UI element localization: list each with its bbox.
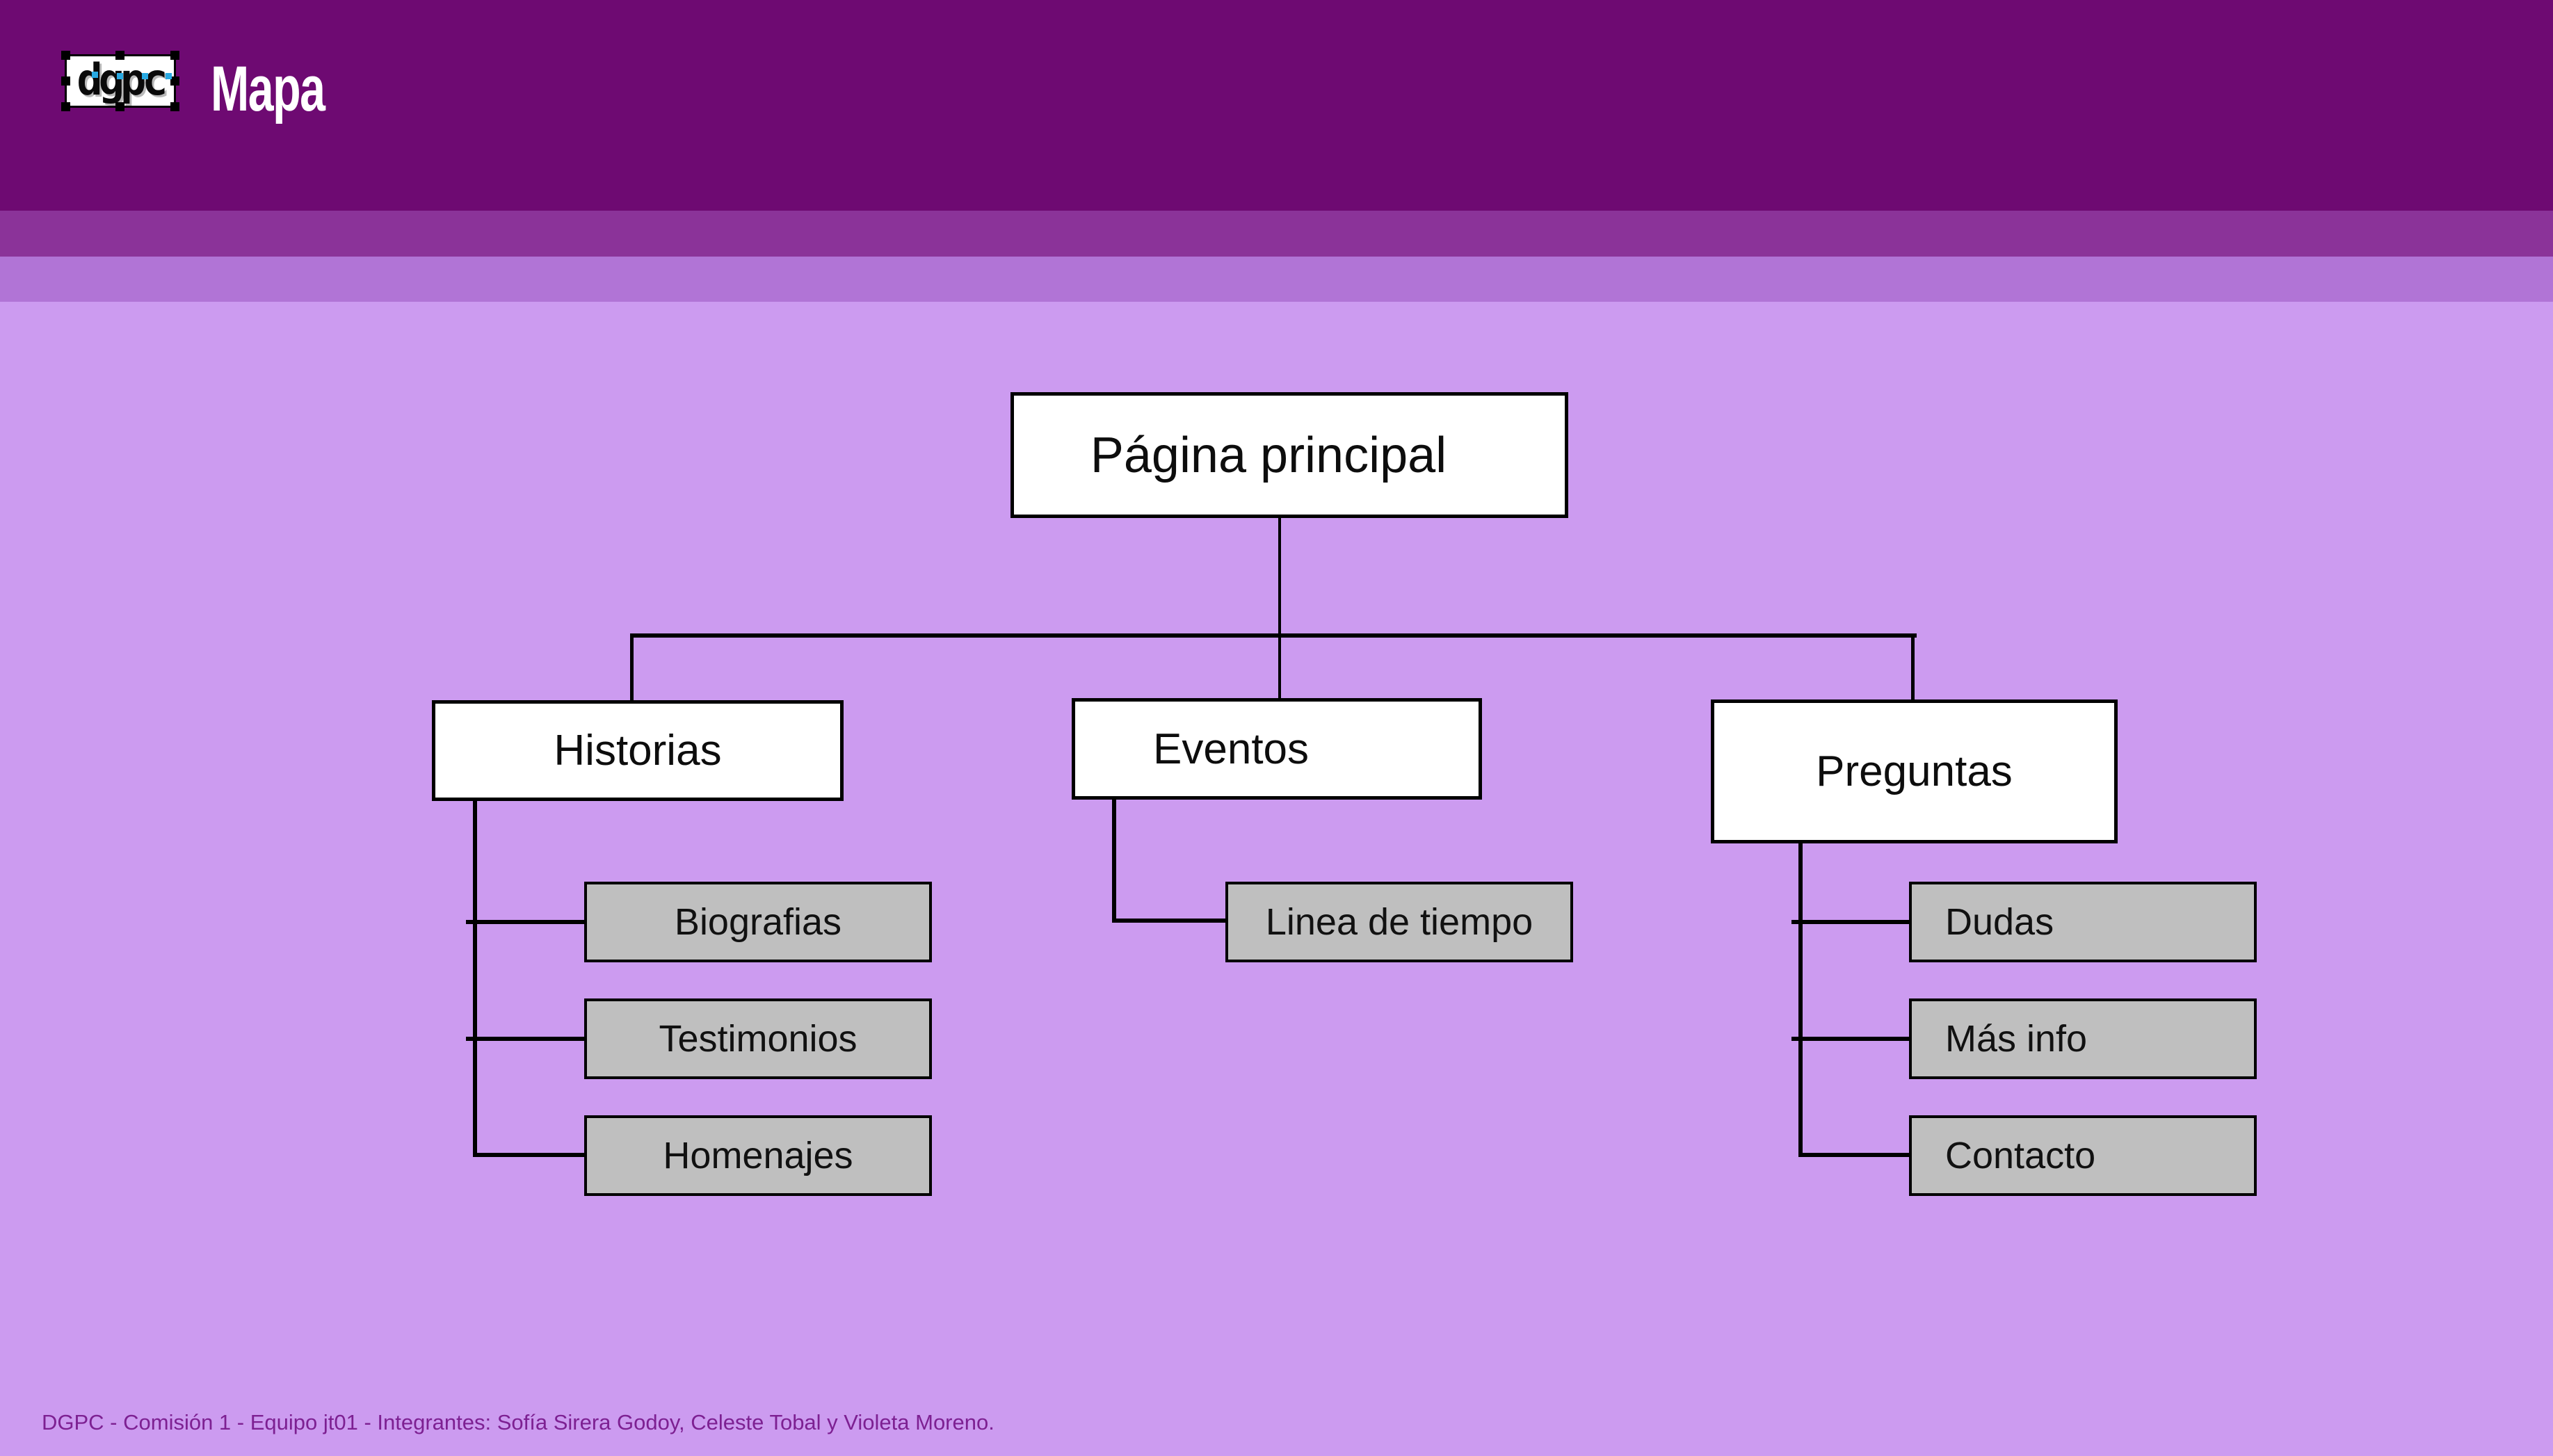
selection-handle[interactable] — [61, 76, 70, 86]
logo-text: dgpc — [76, 54, 168, 105]
selection-handle[interactable] — [170, 76, 179, 86]
node-eventos[interactable]: Eventos — [1072, 698, 1482, 800]
logo-pixel-accent — [166, 73, 172, 79]
logo-pixel-accent — [92, 72, 98, 78]
node-historias[interactable]: Historias — [432, 700, 844, 801]
connector-stub-testimonios — [466, 1037, 584, 1041]
node-linea-de-tiempo[interactable]: Linea de tiempo — [1225, 882, 1573, 962]
logo-pixel-accent — [117, 73, 123, 79]
node-mas-info[interactable]: Más info — [1909, 998, 2257, 1079]
connector-stub-linea-de-tiempo — [1112, 919, 1225, 923]
connector-stub-contacto — [1798, 1153, 1909, 1157]
connector-stub-dudas — [1791, 920, 1909, 924]
node-homenajes[interactable]: Homenajes — [584, 1115, 932, 1196]
footer-credits: DGPC - Comisión 1 - Equipo jt01 - Integr… — [42, 1410, 994, 1434]
connector-historias-trunk — [473, 798, 477, 1157]
connector-drop-eventos — [1278, 638, 1281, 700]
node-biografias[interactable]: Biografias — [584, 882, 932, 962]
logo-pixel-accent — [142, 73, 148, 79]
connector-drop-preguntas — [1911, 633, 1915, 702]
header-bar: dgpc Mapa — [0, 0, 2553, 211]
connector-stub-biografias — [466, 920, 584, 924]
node-testimonios[interactable]: Testimonios — [584, 998, 932, 1079]
node-dudas[interactable]: Dudas — [1909, 882, 2257, 962]
selection-handle[interactable] — [61, 102, 70, 111]
selection-handle[interactable] — [170, 102, 179, 111]
connector-root-down — [1278, 518, 1281, 635]
connector-main-horizontal — [632, 633, 1917, 638]
node-pagina-principal[interactable]: Página principal — [1010, 392, 1568, 518]
header-stripe-light — [0, 257, 2553, 302]
header-stripe-medium — [0, 211, 2553, 257]
connector-preguntas-trunk — [1798, 841, 1803, 1157]
connector-drop-historias — [630, 633, 634, 703]
connector-eventos-trunk — [1112, 797, 1116, 923]
selection-handle[interactable] — [115, 51, 124, 60]
node-contacto[interactable]: Contacto — [1909, 1115, 2257, 1196]
connector-stub-mas-info — [1791, 1037, 1909, 1041]
node-preguntas[interactable]: Preguntas — [1711, 699, 2118, 843]
page-title: Mapa — [211, 54, 325, 124]
selection-handle[interactable] — [115, 102, 124, 111]
dgpc-logo[interactable]: dgpc — [61, 51, 179, 111]
selection-handle[interactable] — [170, 51, 179, 60]
selection-handle[interactable] — [61, 51, 70, 60]
connector-stub-homenajes — [473, 1153, 584, 1157]
